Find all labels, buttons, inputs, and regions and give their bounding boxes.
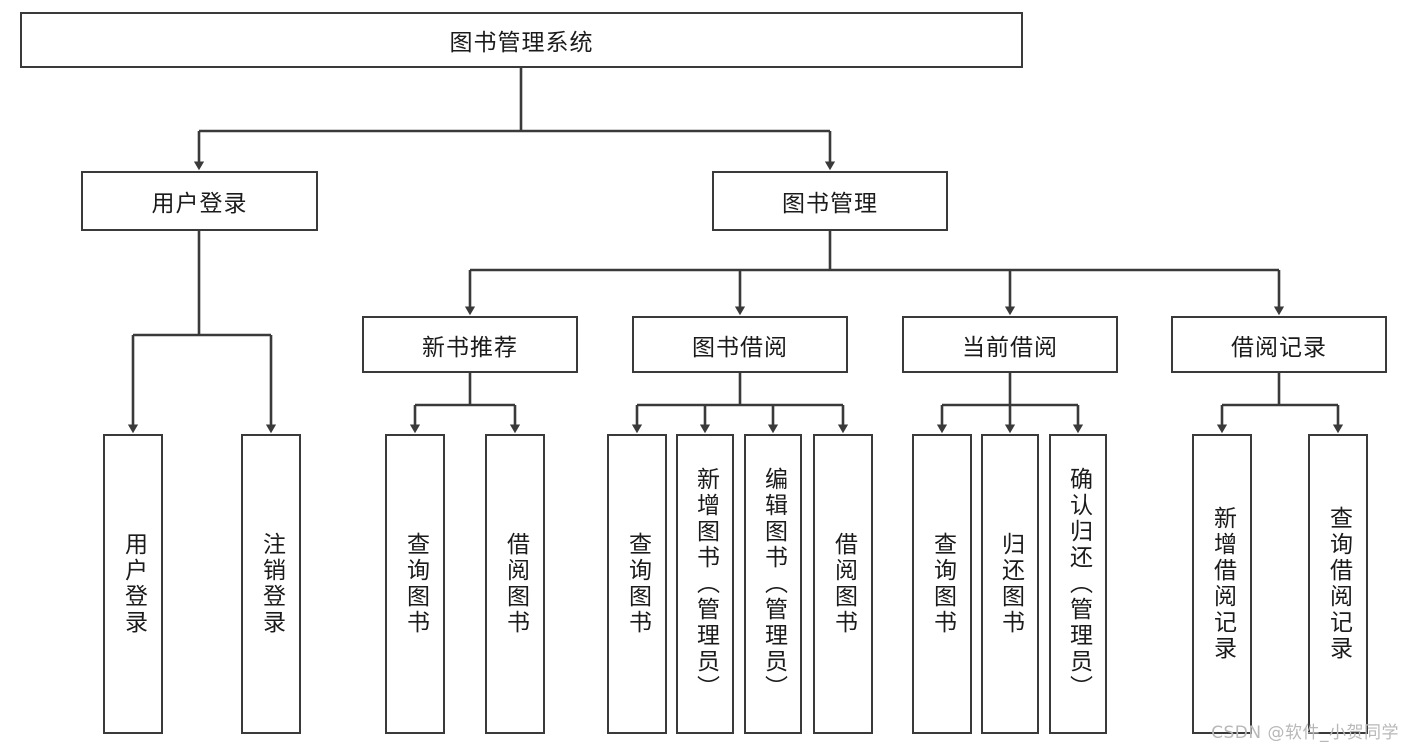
node-current-borrow[interactable]: 当前借阅: [902, 316, 1118, 373]
node-current-borrow-label: 当前借阅: [962, 334, 1058, 361]
node-leaf-user-login[interactable]: 用户登录: [103, 434, 163, 734]
node-book-borrow-label: 图书借阅: [692, 334, 788, 361]
node-root[interactable]: 图书管理系统: [20, 12, 1023, 68]
node-borrow-record[interactable]: 借阅记录: [1171, 316, 1387, 373]
node-leaf-edit-book[interactable]: 编辑图书（管理员）: [744, 434, 802, 734]
node-root-label: 图书管理系统: [449, 30, 594, 56]
node-leaf-add-record[interactable]: 新增借阅记录: [1192, 434, 1252, 734]
node-user-login[interactable]: 用户登录: [81, 171, 318, 231]
node-leaf-query-book-3[interactable]: 查询图书: [912, 434, 972, 734]
node-leaf-confirm-return-label: 确认归还（管理员）: [1065, 467, 1092, 701]
node-leaf-query-book-2-label: 查询图书: [624, 532, 651, 636]
node-book-borrow[interactable]: 图书借阅: [632, 316, 848, 373]
node-leaf-logout-login-label: 注销登录: [258, 532, 285, 636]
node-leaf-borrow-book-1[interactable]: 借阅图书: [485, 434, 545, 734]
node-leaf-add-book-label: 新增图书（管理员）: [692, 467, 719, 701]
node-leaf-query-book-1-label: 查询图书: [402, 532, 429, 636]
node-book-manage[interactable]: 图书管理: [712, 171, 948, 231]
node-leaf-add-record-label: 新增借阅记录: [1209, 506, 1236, 662]
node-leaf-query-book-2[interactable]: 查询图书: [607, 434, 667, 734]
node-leaf-query-book-3-label: 查询图书: [929, 532, 956, 636]
node-leaf-edit-book-label: 编辑图书（管理员）: [760, 467, 787, 701]
node-leaf-return-book-label: 归还图书: [997, 532, 1024, 636]
node-leaf-query-record[interactable]: 查询借阅记录: [1308, 434, 1368, 734]
node-leaf-user-login-label: 用户登录: [120, 532, 147, 636]
node-user-login-label: 用户登录: [151, 191, 248, 217]
node-leaf-query-record-label: 查询借阅记录: [1325, 506, 1352, 662]
node-new-book-recommend[interactable]: 新书推荐: [362, 316, 578, 373]
node-leaf-confirm-return[interactable]: 确认归还（管理员）: [1049, 434, 1107, 734]
node-leaf-query-book-1[interactable]: 查询图书: [385, 434, 445, 734]
node-leaf-borrow-book-1-label: 借阅图书: [502, 532, 529, 636]
node-leaf-logout-login[interactable]: 注销登录: [241, 434, 301, 734]
node-book-manage-label: 图书管理: [782, 191, 878, 217]
node-borrow-record-label: 借阅记录: [1231, 334, 1327, 361]
node-leaf-return-book[interactable]: 归还图书: [981, 434, 1039, 734]
node-leaf-borrow-book-2-label: 借阅图书: [830, 532, 857, 636]
node-leaf-borrow-book-2[interactable]: 借阅图书: [813, 434, 873, 734]
node-leaf-add-book[interactable]: 新增图书（管理员）: [676, 434, 734, 734]
csdn-watermark: CSDN @软件_小贺同学: [1211, 723, 1399, 743]
node-new-book-recommend-label: 新书推荐: [422, 334, 518, 361]
